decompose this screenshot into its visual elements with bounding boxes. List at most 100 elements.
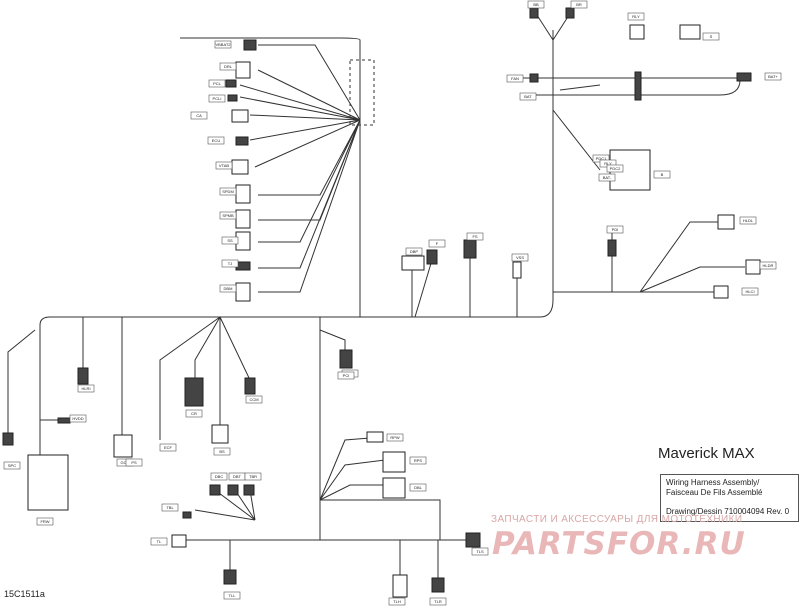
- connector-tag-c32: CR: [185, 409, 203, 418]
- connector-label: HLRI: [81, 386, 90, 391]
- lower-harness: [175, 499, 470, 582]
- connector-icon: [431, 577, 445, 593]
- connector-label: BS: [219, 449, 225, 454]
- connector-tag-c18: BR: [570, 0, 588, 9]
- connector-tag-c48: TLH: [388, 597, 406, 606]
- connector-tag-c10: SS: [221, 236, 239, 245]
- connector-tag-c5: CA: [190, 111, 208, 120]
- connector-tag-c16: VSS: [511, 253, 529, 262]
- connector-icon: [231, 159, 249, 175]
- connector-icon: [679, 24, 701, 40]
- connector-icon: [27, 454, 69, 511]
- connector-icon: [209, 484, 221, 496]
- connector-tag-c45: TBL: [161, 503, 179, 512]
- connector-label: BAT-: [603, 175, 612, 180]
- connector-label: TBR: [249, 474, 257, 479]
- connector-icon: [235, 209, 251, 229]
- connector-tag-c6: ECU: [207, 136, 225, 145]
- connector-tag-c15: FS: [466, 232, 484, 241]
- title-block-line1: Wiring Harness Assembly/: [666, 478, 760, 487]
- connector-tag-c26: HLDL: [739, 216, 757, 225]
- connector-icon: [717, 214, 735, 230]
- connector-icon: [463, 239, 477, 259]
- connector-tag-c8: SPDM: [219, 187, 237, 196]
- connector-tag-c37: HVDD: [69, 414, 87, 423]
- connector-tag-c9: SPMB: [219, 211, 237, 220]
- connector-label: TLR: [434, 599, 442, 604]
- connector-label: SPDM: [222, 189, 234, 194]
- document-code: 15C1511a: [4, 589, 45, 599]
- connector-icon: [184, 377, 204, 407]
- connector-tag-c41: DBL: [409, 483, 427, 492]
- connector-icon: [243, 39, 257, 51]
- connector-icon: [529, 73, 539, 83]
- connector-label: S: [710, 34, 713, 39]
- connector-tag-c3: PCL: [208, 79, 226, 88]
- connector-icon: [235, 184, 251, 204]
- connector-label: RLY: [632, 14, 640, 19]
- connector-tag-c12: DBM: [219, 284, 237, 293]
- connector-label: VTAB: [219, 163, 229, 168]
- connector-label: PS: [131, 460, 137, 465]
- connector-tag-c55: PS: [125, 458, 143, 467]
- title-block-line2: Faisceau De Fils Assemblé: [666, 488, 763, 497]
- connector-icon: [401, 255, 425, 271]
- connector-icon: [366, 431, 384, 443]
- connector-label: PCL: [213, 81, 222, 86]
- connector-icon: [211, 424, 229, 444]
- connector-icon: [529, 7, 539, 19]
- connector-tag-c31: ECF: [159, 443, 177, 452]
- connector-icon: [57, 417, 71, 424]
- diagram-title: Maverick MAX: [658, 445, 755, 462]
- connector-tag-c46: TL: [150, 537, 168, 546]
- connector-label: BB: [533, 2, 539, 7]
- connector-icon: [227, 94, 238, 102]
- connector-icon: [512, 261, 522, 279]
- connector-tag-c29: HLRI: [77, 384, 95, 393]
- connector-icon: [382, 451, 406, 473]
- connector-label: HLDR: [763, 263, 774, 268]
- connector-tag-c33: BS: [213, 447, 231, 456]
- right-branch-wire: [553, 221, 745, 293]
- connector-tag-c25: PDI: [606, 225, 624, 234]
- connector-icon: [2, 432, 14, 446]
- connector-label: B: [661, 172, 664, 177]
- connector-tag-c39: RPW: [386, 433, 404, 442]
- connector-icon: [634, 71, 642, 101]
- connector-icon: [223, 569, 237, 585]
- connector-icon: [243, 484, 255, 496]
- connector-tag-c40: RPS: [409, 456, 427, 465]
- connector-tag-c47: TLL: [223, 591, 241, 600]
- connector-label: RPW: [390, 435, 400, 440]
- connector-label: DBM: [224, 286, 233, 291]
- connector-label: TBL: [166, 505, 174, 510]
- connector-icon: [235, 136, 249, 146]
- connector-label: TJ: [228, 261, 232, 266]
- main-trunk-wire: [39, 40, 554, 326]
- connector-label: SPC: [8, 463, 16, 468]
- connector-icon: [745, 259, 761, 275]
- connector-label: CCM: [249, 397, 258, 402]
- connector-label: HLDL: [743, 218, 754, 223]
- connector-icon: [227, 484, 239, 496]
- connector-label: DBT: [233, 474, 242, 479]
- connector-label: HLCI: [745, 289, 754, 294]
- top-branch-wire: [180, 37, 361, 317]
- connector-tag-c19: RLY: [627, 12, 645, 21]
- connector-tag-c52: BAT+: [764, 72, 782, 81]
- connector-label: FRW: [40, 519, 49, 524]
- connector-label: PCI: [343, 373, 350, 378]
- connector-tag-c4: PCLI: [208, 94, 226, 103]
- connector-tag-c20: S: [702, 32, 720, 41]
- watermark-logo: PARTSFOR.RU: [492, 526, 746, 562]
- title-block-drawing-number: Drawing/Dessin 710004094 Rev. 0: [666, 507, 790, 516]
- connector-label: DBP: [410, 249, 419, 254]
- connector-label: PCLI: [213, 96, 222, 101]
- connector-icon: [565, 7, 575, 19]
- connector-icon: [607, 239, 617, 257]
- connector-label: PDI: [612, 227, 619, 232]
- connector-icon: [382, 477, 406, 499]
- connector-label: HVDD: [72, 416, 83, 421]
- connector-tag-c43: DBT: [228, 472, 246, 481]
- connector-tag-c56: PDC2: [606, 164, 624, 173]
